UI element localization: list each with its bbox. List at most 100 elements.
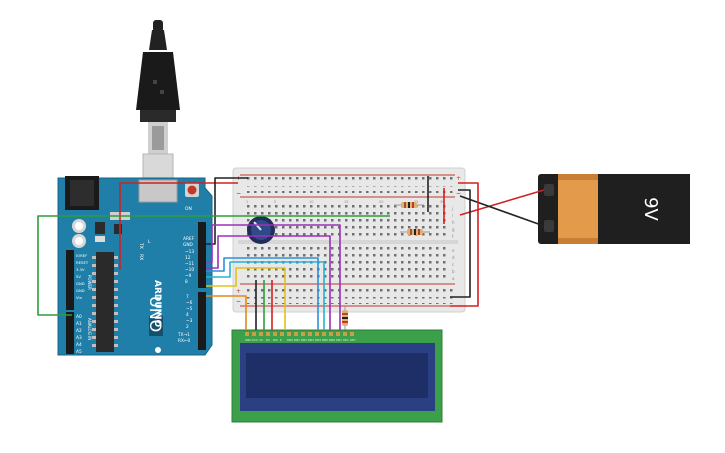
atmega-chip	[96, 252, 114, 352]
wire-black-rail-link[interactable]	[450, 189, 471, 298]
column-number: 1	[246, 200, 248, 204]
wire-purple[interactable]	[206, 235, 331, 330]
pin-label-13: ~13	[185, 249, 194, 255]
lcd-pin-label: V0	[259, 338, 263, 342]
pin-label-a1: A1	[76, 321, 82, 327]
rail-holes-bottom-2	[243, 297, 453, 304]
wire-battery-positive[interactable]	[459, 189, 545, 216]
pin-label-aref: AREF	[183, 236, 195, 242]
lcd-pin-label: LED	[350, 338, 355, 342]
row-letter: f	[452, 234, 454, 239]
pin-label-0: RX←0	[178, 338, 191, 344]
lcd-pin-label: DB6	[329, 338, 335, 342]
lcd-pin-label: DB5	[322, 338, 328, 342]
row-letter: d	[452, 255, 455, 260]
icsp-header	[149, 316, 163, 336]
rail-plus-label: +	[236, 288, 241, 295]
battery-terminal	[544, 220, 554, 232]
resistor[interactable]	[394, 202, 424, 208]
analog-header	[66, 312, 74, 354]
pin-label-gnd: GND	[183, 242, 194, 248]
terminal-holes-bottom	[245, 246, 448, 281]
resistor[interactable]	[400, 229, 430, 235]
l-label: L	[148, 239, 151, 245]
battery-terminal	[544, 184, 554, 196]
pin-label-vin: Vin	[76, 295, 83, 300]
arduino-board[interactable]: ARDUINO UNO TX RX ON L AREF GND ~13 12 ~…	[57, 176, 213, 356]
pin-label-3v3: 3.3V	[76, 267, 85, 272]
pin-label-a5: A5	[76, 349, 82, 355]
row-letter: a	[452, 276, 455, 281]
row-letter: g	[452, 227, 455, 232]
column-number: 25	[414, 200, 418, 204]
wire-red-rail-link[interactable]	[450, 182, 479, 307]
usb-cable[interactable]	[136, 20, 180, 181]
pin-label-1: TX→1	[177, 332, 190, 338]
column-number: 15	[344, 200, 348, 204]
pin-label-a2: A2	[76, 328, 82, 334]
rail-holes-top-1	[243, 177, 453, 184]
wire-orange[interactable]	[206, 295, 247, 330]
lcd-pin-label: DB4	[315, 338, 321, 342]
row-letter: e	[452, 248, 455, 253]
pin-label-8: 8	[185, 279, 188, 285]
lcd-pin-label: DB2	[301, 338, 307, 342]
pin-label-9: ~9	[185, 273, 192, 279]
lcd-pin-label: RW	[273, 338, 278, 342]
wire-red-5v[interactable]	[119, 182, 238, 270]
wire-yellow[interactable]	[206, 267, 286, 330]
rail-holes-top-2	[243, 186, 453, 193]
lcd-screen	[246, 353, 428, 398]
wire-blue[interactable]	[206, 257, 319, 330]
pin-label-7: 7	[186, 294, 189, 300]
lcd-pin-label: LED	[343, 338, 348, 342]
lcd-pin-label: DB7	[336, 338, 342, 342]
wire-cyan[interactable]	[206, 261, 325, 330]
wire-battery-negative[interactable]	[459, 195, 545, 227]
mounting-hole-icon	[155, 347, 161, 353]
lcd-pin-label: DB0	[287, 338, 293, 342]
power-label: POWER	[87, 275, 92, 290]
rail-holes-bottom-1	[243, 288, 453, 295]
potentiometer[interactable]	[247, 216, 275, 244]
analog-label: ANALOG IN	[87, 318, 92, 340]
pin-label-12: 12	[185, 255, 191, 261]
column-number: 10	[309, 200, 313, 204]
pin-label-5v: 5V	[76, 274, 81, 279]
column-number: 5	[274, 200, 276, 204]
rail-plus-label: +	[456, 175, 461, 182]
pin-label-a0: A0	[76, 314, 82, 320]
digital-header-bottom	[198, 292, 206, 350]
pin-label-10: ~10	[185, 267, 194, 273]
pin-label-11: ~11	[185, 261, 194, 267]
rail-minus-label: −	[456, 190, 461, 197]
pin-label-a3: A3	[76, 335, 82, 341]
pin-label-reset: RESET	[76, 260, 89, 265]
wire-black-gnd[interactable]	[206, 177, 248, 245]
pin-label-4: 4	[186, 312, 189, 318]
rail-minus-label: −	[236, 298, 241, 305]
lcd-pin-label: DB1	[294, 338, 300, 342]
row-letter: j	[451, 206, 453, 211]
resistor[interactable]	[342, 306, 348, 330]
pin-label-gnd2: GND	[76, 288, 85, 293]
rail-minus-label: −	[236, 190, 241, 197]
pin-label-ioref: IOREF	[76, 253, 87, 258]
wire-green-a0[interactable]	[37, 215, 390, 316]
digital-header-top	[198, 222, 206, 288]
battery-9v[interactable]: 9V	[538, 174, 690, 244]
battery-voltage-label: 9V	[640, 197, 661, 221]
row-letter: i	[452, 213, 453, 218]
pin-label-6: ~6	[186, 300, 193, 306]
usb-port	[138, 179, 178, 203]
column-number: 30	[440, 200, 444, 204]
lcd-pin-label: E	[280, 338, 282, 342]
wire-purple[interactable]	[206, 224, 341, 330]
lcd-display[interactable]: GND VCC V0 RS RW E DB0 DB1 DB2 DB3 DB4 D…	[231, 329, 443, 423]
column-number: 20	[379, 200, 383, 204]
wires[interactable]	[37, 176, 545, 330]
pin-label-5: ~5	[186, 306, 193, 312]
breadboard[interactable]: + − + − + − j i h g f e d c b a 1 5 10 1…	[232, 167, 466, 330]
row-letter: c	[452, 262, 454, 267]
